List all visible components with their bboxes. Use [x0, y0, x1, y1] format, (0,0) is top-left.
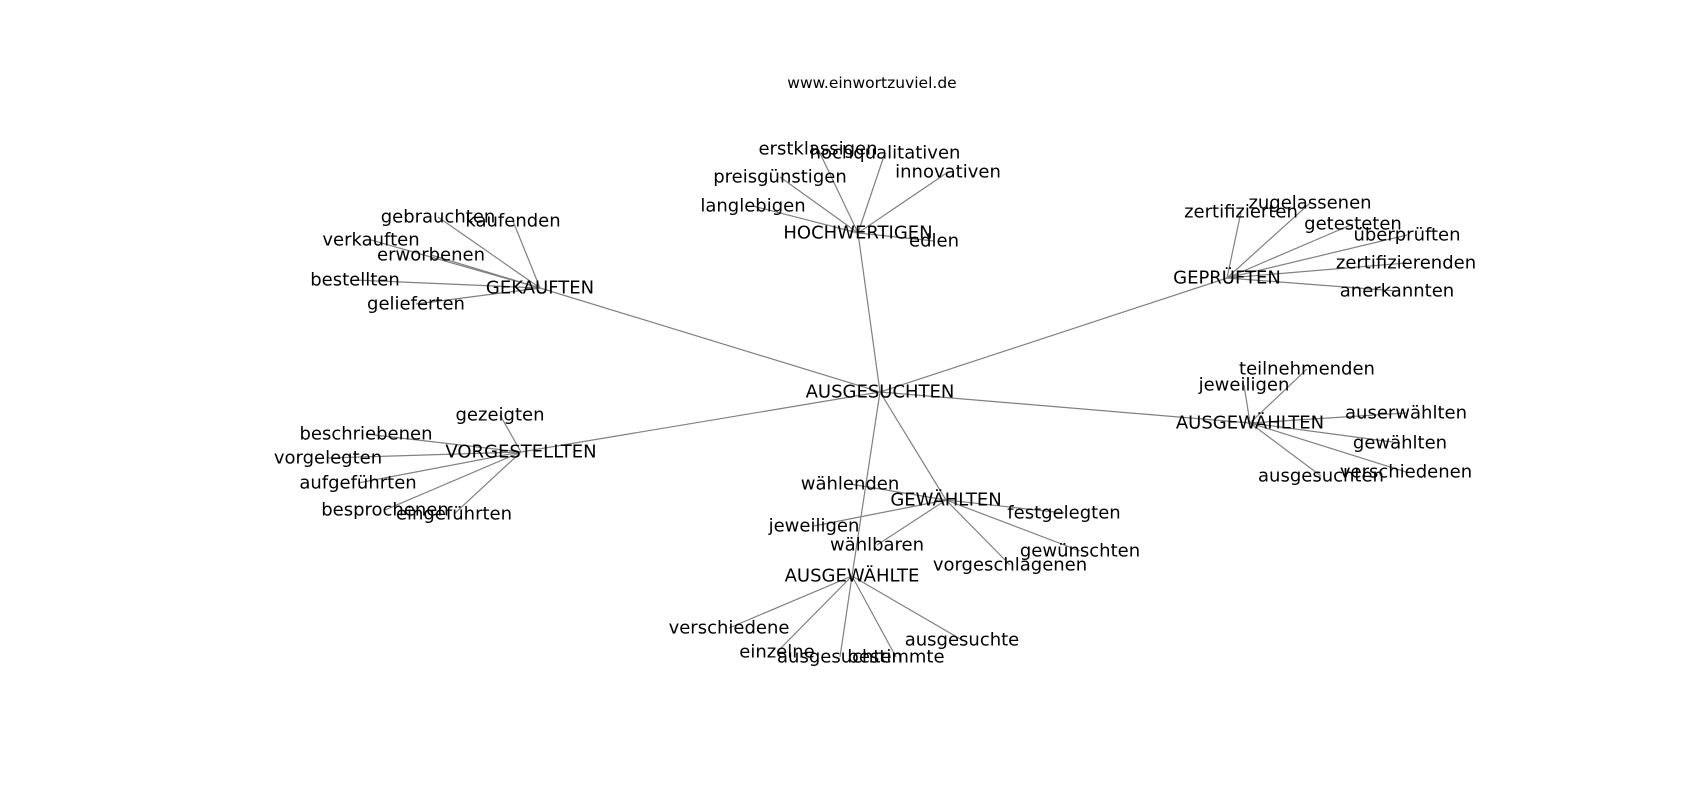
- leaf-label-jeweiligen-a: jeweiligen: [1198, 375, 1290, 396]
- edge-geprueften-anerkannten: [1226, 277, 1398, 292]
- leaf-label-preisguenstigen: preisgünstigen: [713, 167, 846, 188]
- edge-ausgewaehlten-verschiedenen: [1249, 422, 1407, 473]
- edge-center-ausgewaehlten: [879, 391, 1251, 424]
- leaf-label-hochqualitativen: hochqualitativen: [810, 143, 961, 164]
- hub-label-gewaehlten: GEWÄHLTEN: [890, 490, 1001, 511]
- edge-gewaehlten-waehlbaren: [876, 499, 947, 546]
- edge-gekauften-erworbenen: [430, 254, 541, 289]
- edge-center-geprueften: [879, 277, 1228, 393]
- leaf-label-ueberprueften: überprüften: [1353, 225, 1460, 246]
- edge-vorgestellten-aufgefuehrten: [357, 451, 522, 484]
- edge-vorgestellten-besprochenen: [384, 451, 522, 511]
- leaf-label-waehlenden: wählenden: [801, 474, 900, 495]
- edge-gekauften-kaufenden: [512, 220, 541, 289]
- edge-ausgewaehlte-ausgesuchten-c: [839, 575, 853, 658]
- hub-label-gekauften: GEKAUFTEN: [486, 278, 594, 299]
- edges-layer: [327, 148, 1408, 658]
- edge-geprueften-ueberprueften: [1226, 234, 1408, 279]
- edge-hochwertigen-edlen: [857, 232, 935, 242]
- edge-gewaehlten-vorgeschlagenen: [945, 499, 1011, 566]
- hub-label-geprueften: GEPRÜFTEN: [1173, 267, 1281, 289]
- leaf-label-ausgesuchten-small: ausgesuchten: [1258, 466, 1384, 487]
- leaf-label-verschiedenen: verschiedenen: [1340, 462, 1472, 483]
- leaf-label-gebrauchten: gebrauchten: [381, 207, 496, 228]
- leaf-label-verschiedene: verschiedene: [669, 618, 790, 639]
- edge-gewaehlten-gewuenschten: [945, 499, 1081, 552]
- edge-ausgewaehlten-teilnehmenden: [1249, 368, 1308, 424]
- edge-hochwertigen-erstklassigen: [817, 148, 859, 234]
- leaf-label-erstklassigen: erstklassigen: [758, 139, 877, 160]
- edge-gekauften-gelieferten: [415, 287, 541, 305]
- leaf-label-langlebigen: langlebigen: [700, 196, 805, 217]
- edge-center-vorgestellten: [520, 391, 881, 453]
- hub-label-ausgewaehlte: AUSGEWÄHLTE: [785, 566, 920, 587]
- leaf-label-getesteten: getesteten: [1304, 214, 1402, 235]
- edge-gewaehlten-jeweiligen-b: [813, 499, 947, 527]
- edge-ausgewaehlten-ausgesuchten-small: [1249, 422, 1322, 477]
- edge-ausgewaehlten-auserwaehlten: [1249, 412, 1407, 424]
- leaf-label-verkauften: verkauften: [322, 230, 419, 251]
- edge-gekauften-bestellten: [354, 279, 541, 289]
- leaf-label-zugelassenen: zugelassenen: [1248, 193, 1371, 214]
- hub-label-vorgestellten: VORGESTELLTEN: [445, 442, 596, 463]
- leaf-label-bestellten: bestellten: [310, 270, 400, 291]
- leaf-label-innovativen: innovativen: [895, 162, 1001, 183]
- edge-geprueften-zertifizierenden: [1226, 262, 1407, 279]
- edge-vorgestellten-gezeigten: [499, 414, 522, 453]
- leaf-label-gezeigten: gezeigten: [456, 405, 545, 426]
- edge-ausgewaehlte-verschiedene: [728, 575, 853, 629]
- edge-center-gekauften: [539, 287, 881, 393]
- leaf-label-edlen: edlen: [909, 231, 959, 252]
- edge-ausgewaehlte-einzelne: [776, 575, 853, 653]
- edge-geprueften-zugelassenen: [1226, 202, 1311, 279]
- leaf-label-jeweiligen-b: jeweiligen: [768, 516, 860, 537]
- site-url-label: www.einwortzuviel.de: [787, 74, 956, 92]
- leaf-label-festgelegten: festgelegten: [1007, 503, 1120, 524]
- edge-ausgewaehlte-bestimmte: [851, 575, 897, 658]
- edge-hochwertigen-innovativen: [857, 171, 949, 234]
- edge-geprueften-getesteten: [1226, 223, 1354, 279]
- edge-ausgewaehlten-jeweiligen-a: [1243, 384, 1251, 424]
- edge-vorgestellten-eingefuehrten: [453, 451, 522, 515]
- leaf-label-aufgefuehrten: aufgeführten: [299, 473, 416, 494]
- center-node-label: AUSGESUCHTEN: [806, 382, 955, 403]
- edge-hochwertigen-preisguenstigen: [779, 176, 859, 234]
- edge-ausgewaehlten-gewaehlten-small: [1249, 422, 1401, 444]
- leaf-label-bestimmte: bestimmte: [847, 647, 944, 668]
- leaf-label-besprochenen: besprochenen: [321, 500, 449, 521]
- leaf-label-einzelne: einzelne: [739, 642, 815, 663]
- leaf-label-zertifizierten: zertifizierten: [1184, 202, 1298, 223]
- leaf-label-gewuenschten: gewünschten: [1020, 541, 1140, 562]
- edge-hochwertigen-langlebigen: [752, 205, 859, 234]
- edge-center-ausgewaehlte: [851, 391, 881, 577]
- leaf-label-vorgelegten: vorgelegten: [274, 448, 382, 469]
- edge-ausgewaehlte-ausgesuchte: [851, 575, 963, 641]
- leaf-label-teilnehmenden: teilnehmenden: [1239, 359, 1375, 380]
- edge-gewaehlten-festgelegten: [945, 499, 1065, 514]
- edge-center-gewaehlten: [879, 391, 947, 501]
- edge-hochwertigen-hochqualitativen: [857, 152, 886, 234]
- leaf-label-erworbenen: erworbenen: [377, 245, 485, 266]
- leaf-label-ausgesuchte: ausgesuchte: [905, 630, 1020, 651]
- edge-center-hochwertigen: [857, 232, 881, 393]
- leaf-label-zertifizierenden: zertifizierenden: [1336, 253, 1476, 274]
- edge-gekauften-gebrauchten: [437, 216, 541, 289]
- edge-vorgestellten-beschriebenen: [365, 433, 522, 453]
- hub-label-ausgewaehlten: AUSGEWÄHLTEN: [1176, 413, 1324, 434]
- leaf-label-anerkannten: anerkannten: [1340, 281, 1454, 302]
- leaf-label-eingefuehrten: eingeführten: [396, 504, 512, 525]
- leaf-label-ausgesuchten-c: ausgesuchten: [777, 647, 903, 668]
- edge-geprueften-zertifizierten: [1226, 211, 1242, 279]
- leaf-label-vorgeschlagenen: vorgeschlagenen: [933, 555, 1087, 576]
- leaf-label-beschriebenen: beschriebenen: [299, 424, 432, 445]
- leaf-label-gelieferten: gelieferten: [367, 294, 465, 315]
- leaf-label-gewaehlten-small: gewählten: [1353, 433, 1447, 454]
- leaf-label-auserwaehlten: auserwählten: [1345, 403, 1467, 424]
- edge-vorgestellten-vorgelegten: [327, 451, 522, 459]
- leaf-label-kaufenden: kaufenden: [465, 211, 560, 232]
- leaf-label-waehlbaren: wählbaren: [830, 535, 924, 556]
- hub-label-hochwertigen: HOCHWERTIGEN: [783, 223, 932, 244]
